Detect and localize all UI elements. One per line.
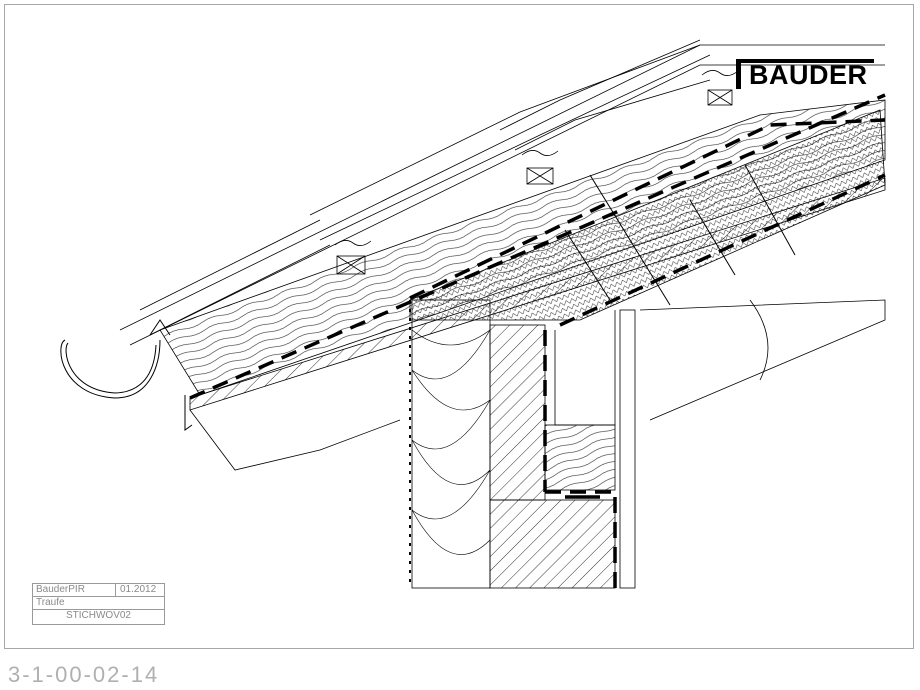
title-block-row-2: Traufe xyxy=(33,597,164,610)
title-block: BauderPIR 01.2012 Traufe STICHWOV02 xyxy=(32,583,165,625)
wall-section xyxy=(409,299,636,589)
insulation-icon xyxy=(409,109,886,321)
gutter-icon xyxy=(60,319,193,431)
drawing-number: 3-1-00-02-14 xyxy=(8,662,160,687)
drawing-frame xyxy=(4,4,914,649)
title-block-row-1: BauderPIR 01.2012 xyxy=(33,584,164,597)
underlay-membrane xyxy=(189,93,886,400)
product-name: BauderPIR xyxy=(36,584,85,595)
detail-subject: Traufe xyxy=(36,597,65,608)
detail-code: STICHWOV02 xyxy=(65,610,131,621)
bauder-logo-icon xyxy=(736,59,874,89)
brand-name: BAUDER xyxy=(749,60,868,90)
rafter-end xyxy=(189,299,886,471)
fasteners xyxy=(564,164,796,306)
issue-date: 01.2012 xyxy=(115,584,156,596)
